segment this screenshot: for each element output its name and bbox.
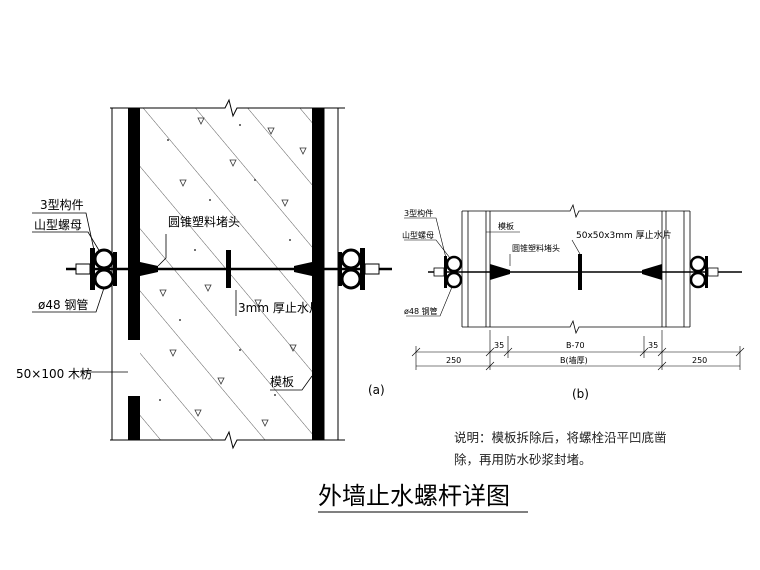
- dim-middle: B-70: [566, 341, 585, 350]
- dim-total: B(墙厚): [560, 355, 588, 365]
- formwork-left-a-lower: [128, 396, 140, 440]
- label-type3-component-a: 3型构件: [40, 197, 84, 212]
- cone-plug-left-b: [490, 264, 510, 280]
- label-timber-a: 50×100 木枋: [16, 366, 92, 381]
- formwork-right-a: [312, 108, 324, 440]
- label-formwork-b: 模板: [498, 221, 514, 231]
- label-mountain-nut-b: 山型螺母: [402, 230, 434, 240]
- dim-right-cone: 35: [648, 341, 658, 350]
- formwork-left-a-upper: [128, 108, 140, 340]
- water-stop-b: [578, 254, 582, 290]
- label-steel-pipe-b: ø48 钢管: [404, 306, 438, 316]
- cone-plug-right-a: [294, 262, 312, 276]
- note-line-1: 说明：模板拆除后，将螺栓沿平凹底凿: [454, 430, 667, 445]
- label-water-stop-b: 50x50x3mm 厚止水片: [576, 229, 672, 241]
- cone-plug-left-a: [140, 262, 158, 276]
- dim-left-cone: 35: [494, 341, 504, 350]
- label-type3-component-b: 3型构件: [404, 208, 433, 218]
- label-formwork-a: 模板: [270, 375, 294, 389]
- label-steel-pipe-a: ø48 钢管: [38, 297, 88, 312]
- clamp-left-b: [433, 255, 463, 289]
- caption-b: (b): [572, 387, 589, 401]
- caption-a: (a): [368, 383, 385, 397]
- dim-left-outer: 250: [446, 356, 461, 365]
- label-water-stop-a: 3mm 厚止水片: [238, 301, 321, 315]
- figure-a: 3型构件 山型螺母 ø48 钢管 50×100 木枋 圆锥塑料堵头 3mm 厚止…: [16, 98, 392, 450]
- clamp-left-a: [75, 248, 117, 290]
- label-cone-plug-b: 圆锥塑料堵头: [512, 243, 560, 253]
- clamp-right-b: [689, 255, 719, 289]
- note-line-2: 除，再用防水砂浆封堵。: [454, 452, 592, 467]
- label-mountain-nut-a: 山型螺母: [34, 218, 82, 232]
- dim-right-outer: 250: [692, 356, 707, 365]
- clamp-right-a: [338, 248, 380, 290]
- label-cone-plug-a: 圆锥塑料堵头: [168, 214, 240, 229]
- drawing-title: 外墙止水螺杆详图: [318, 482, 510, 510]
- cone-plug-right-b: [642, 264, 662, 280]
- figure-b: 3型构件 山型螺母 模板 圆锥塑料堵头 50x50x3mm 厚止水片 ø48 钢…: [402, 203, 745, 401]
- dimension-lines-b: [411, 330, 745, 371]
- water-stop-a: [226, 250, 231, 288]
